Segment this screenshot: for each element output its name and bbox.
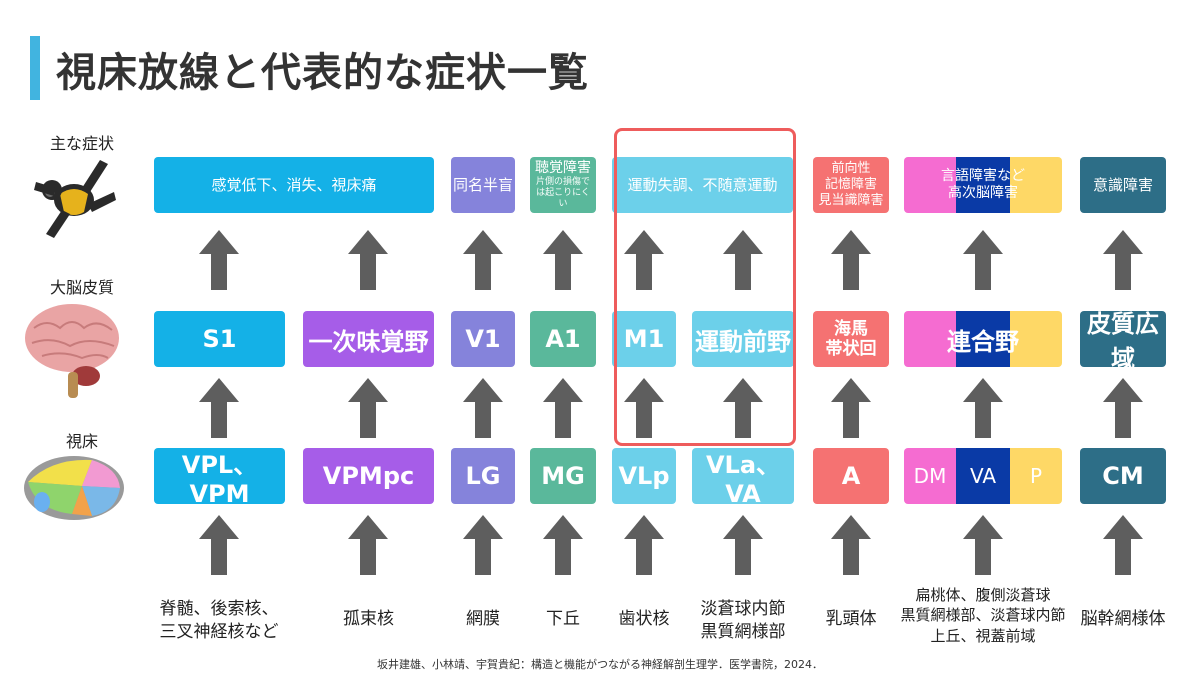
cortex-cingulate-line2: 帯状回: [825, 339, 877, 359]
up-arrow-icon: [831, 515, 871, 575]
up-arrow-icon: [963, 515, 1003, 575]
input-mammillary: 乳頭体: [825, 609, 877, 629]
input-retina: 網膜: [466, 609, 500, 629]
thalamus-illustration: [22, 452, 126, 522]
up-arrow-icon: [1103, 378, 1143, 438]
up-arrow-icon: [199, 230, 239, 290]
up-arrow-icon: [463, 230, 503, 290]
up-arrow-icon: [463, 515, 503, 575]
thalamus-mg: MG: [530, 448, 596, 504]
input-spinal-line2: 三叉神経核など: [159, 621, 279, 642]
up-arrow-icon: [543, 515, 583, 575]
input-spinal: 脊髄、後索核、 三叉神経核など: [152, 598, 286, 644]
input-inferior-colliculus: 下丘: [546, 609, 580, 629]
thalamus-vlp: VLp: [612, 448, 676, 504]
up-arrow-icon: [723, 378, 763, 438]
up-arrow-icon: [199, 378, 239, 438]
up-arrow-icon: [199, 515, 239, 575]
up-arrow-icon: [463, 378, 503, 438]
thalamus-va: VA: [956, 448, 1010, 504]
up-arrow-icon: [624, 230, 664, 290]
up-arrow-icon: [348, 378, 388, 438]
up-arrow-icon: [723, 515, 763, 575]
citation: 坂井建雄、小林靖、宇賀貴紀：構造と機能がつながる神経解剖生理学．医学書院，202…: [377, 658, 823, 671]
cortex-gustatory: 一次味覚野: [303, 311, 434, 367]
cortex-m1: M1: [612, 311, 676, 367]
symptom-s1: 感覚低下、消失、視床痛: [154, 157, 434, 213]
cortex-wide: 皮質広域: [1080, 311, 1166, 367]
thalamus-cm: CM: [1080, 448, 1166, 504]
title-accent-bar: [30, 36, 40, 100]
input-association-line3: 上丘、視蓋前域: [930, 626, 1036, 645]
symptom-cm: 意識障害: [1080, 157, 1166, 213]
up-arrow-icon: [543, 230, 583, 290]
row-label-thalamus: 視床: [65, 432, 98, 451]
thalamus-p: P: [1010, 448, 1062, 504]
symptom-association-text: 言語障害など 高次脳障害: [904, 157, 1062, 213]
cortex-association-label: 連合野: [947, 327, 1019, 356]
thalamus-association: DM VA P: [904, 448, 1062, 504]
up-arrow-icon: [831, 378, 871, 438]
symptom-limbic-line1: 前向性: [831, 160, 871, 176]
input-dentate: 歯状核: [618, 609, 670, 629]
up-arrow-icon: [1103, 230, 1143, 290]
page-title: 視床放線と代表的な症状一覧: [56, 50, 589, 96]
input-association-line2: 黒質網様部、淡蒼球内節: [900, 606, 1066, 625]
brain-illustration: [22, 298, 124, 402]
input-spinal-line1: 脊髄、後索核、: [159, 599, 279, 619]
cortex-cingulate: 海馬 帯状回: [813, 311, 889, 367]
up-arrow-icon: [348, 515, 388, 575]
thalamus-vpmpc: VPMpc: [303, 448, 434, 504]
up-arrow-icon: [624, 515, 664, 575]
input-gpi-line2: 黒質網様部: [700, 621, 786, 642]
up-arrow-icon: [348, 230, 388, 290]
thalamus-lg: LG: [451, 448, 515, 504]
input-solitary: 孤束核: [343, 609, 394, 629]
row-label-cortex: 大脳皮質: [49, 278, 114, 297]
up-arrow-icon: [963, 230, 1003, 290]
row-label-symptoms: 主な症状: [49, 134, 114, 153]
input-gpi-line1: 淡蒼球内節: [700, 599, 786, 619]
symptom-v1: 同名半盲: [451, 157, 515, 213]
thalamus-a: A: [813, 448, 889, 504]
symptom-a1: 聴覚障害 片側の損傷では起こりにくい: [530, 157, 596, 213]
symptom-limbic-line3: 見当識障害: [818, 193, 884, 209]
input-association-line1: 扁桃体、腹側淡蒼球: [915, 586, 1051, 604]
input-gpi-snr: 淡蒼球内節 黒質網様部: [688, 598, 798, 644]
up-arrow-icon: [963, 378, 1003, 438]
cortex-v1: V1: [451, 311, 515, 367]
symptom-association-line1: 言語障害など: [941, 168, 1025, 185]
input-association: 扁桃体、腹側淡蒼球 黒質網様部、淡蒼球内節 上丘、視蓋前域: [896, 585, 1070, 646]
cortex-s1: S1: [154, 311, 285, 367]
symptom-limbic: 前向性 記憶障害 見当識障害: [813, 157, 889, 213]
symptom-motor: 運動失調、不随意運動: [612, 157, 793, 213]
symptom-association-line2: 高次脳障害: [948, 185, 1018, 201]
symptom-limbic-line2: 記憶障害: [824, 176, 877, 192]
up-arrow-icon: [543, 378, 583, 438]
thalamus-vla-va: VLa、VA: [692, 448, 794, 504]
up-arrow-icon: [1103, 515, 1143, 575]
up-arrow-icon: [624, 378, 664, 438]
thalamus-dm: DM: [904, 448, 956, 504]
up-arrow-icon: [831, 230, 871, 290]
symptom-a1-note: 片側の損傷では起こりにくい: [535, 177, 590, 209]
cortex-premotor: 運動前野: [692, 311, 794, 367]
cortex-cingulate-line1: 海馬: [834, 318, 868, 339]
symptom-a1-label: 聴覚障害: [535, 160, 591, 177]
thalamus-vpl-vpm: VPL、VPM: [154, 448, 285, 504]
symptom-association: 言語障害など 高次脳障害: [904, 157, 1062, 213]
up-arrow-icon: [723, 230, 763, 290]
input-brainstem: 脳幹網様体: [1080, 609, 1166, 629]
gorilla-illustration: [22, 152, 122, 244]
cortex-association: 連合野: [904, 311, 1062, 367]
cortex-a1: A1: [530, 311, 596, 367]
